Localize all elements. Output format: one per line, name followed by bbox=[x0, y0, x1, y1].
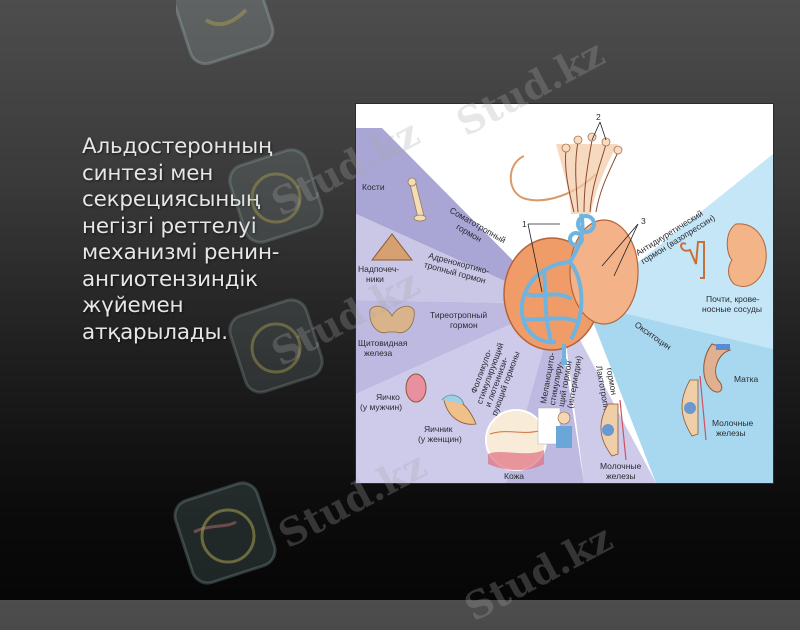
callout-3: 3 bbox=[641, 216, 646, 226]
callout-lines bbox=[527, 121, 639, 293]
watermark-logo-icon bbox=[173, 481, 277, 585]
portal-vessels bbox=[519, 213, 596, 362]
pituitary-hormones-figure: 1 2 3 Кости Соматотропный гормон Надпоче… bbox=[356, 104, 773, 483]
adrenal-gland-icon bbox=[370, 233, 414, 261]
label-ovary: Яичник (у женщин) bbox=[418, 424, 462, 444]
text-line: секрециясының bbox=[82, 187, 260, 212]
nephron-icon bbox=[680, 241, 705, 279]
label-tsh: Тиреотропный гормон bbox=[430, 310, 489, 330]
watermark-text: Stud.kz bbox=[456, 514, 620, 630]
slide-body-text: Альдостеронның синтезі мен секрециясының… bbox=[82, 134, 342, 346]
label-kidney: Почти, крове- носные сосуды bbox=[702, 294, 762, 314]
label-msh: Меланоцито- стимулиру- щий гормон (интер… bbox=[538, 349, 584, 409]
neurosecretory-neurons bbox=[565, 139, 619, 213]
bone-icon bbox=[407, 177, 427, 222]
uterus-icon bbox=[703, 343, 732, 393]
text-line: синтезі мен bbox=[82, 160, 214, 186]
watermark-logo-icon bbox=[176, 0, 275, 66]
text-line: атқарылады. bbox=[82, 319, 228, 345]
label-mammary-2: Молочные железы bbox=[712, 418, 756, 438]
text-line: механизмі ренин- bbox=[82, 240, 280, 265]
callout-1: 1 bbox=[522, 219, 527, 229]
testis-icon bbox=[405, 373, 427, 403]
infundibulum bbox=[556, 144, 618, 214]
sector-prolactin bbox=[561, 304, 656, 483]
text-line: негізгі реттелуі bbox=[82, 213, 257, 239]
text-line: ангиотензиндік bbox=[82, 266, 258, 292]
figure-illustration: 1 2 3 Кости Соматотропный гормон Надпоче… bbox=[356, 112, 773, 483]
posterior-pituitary bbox=[569, 219, 639, 325]
label-testis: Яичко (у мужчин) bbox=[360, 392, 402, 412]
callout-2: 2 bbox=[596, 112, 601, 122]
label-thyroid: Щитовидная железа bbox=[358, 338, 410, 358]
sector-somatotropic bbox=[356, 128, 556, 304]
kidney-icon bbox=[726, 223, 767, 287]
text-line: жүйемен bbox=[82, 293, 184, 318]
label-bones: Кости bbox=[362, 182, 385, 192]
thyroid-icon bbox=[369, 305, 415, 334]
label-adrenal: Надпочеч- ники bbox=[358, 264, 401, 284]
label-mammary-1: Молочные железы bbox=[600, 461, 644, 481]
label-skin: Кожа bbox=[504, 471, 524, 481]
label-uterus: Матка bbox=[734, 374, 759, 384]
text-line: Альдостеронның bbox=[82, 134, 273, 159]
vessel-exit bbox=[561, 359, 567, 365]
